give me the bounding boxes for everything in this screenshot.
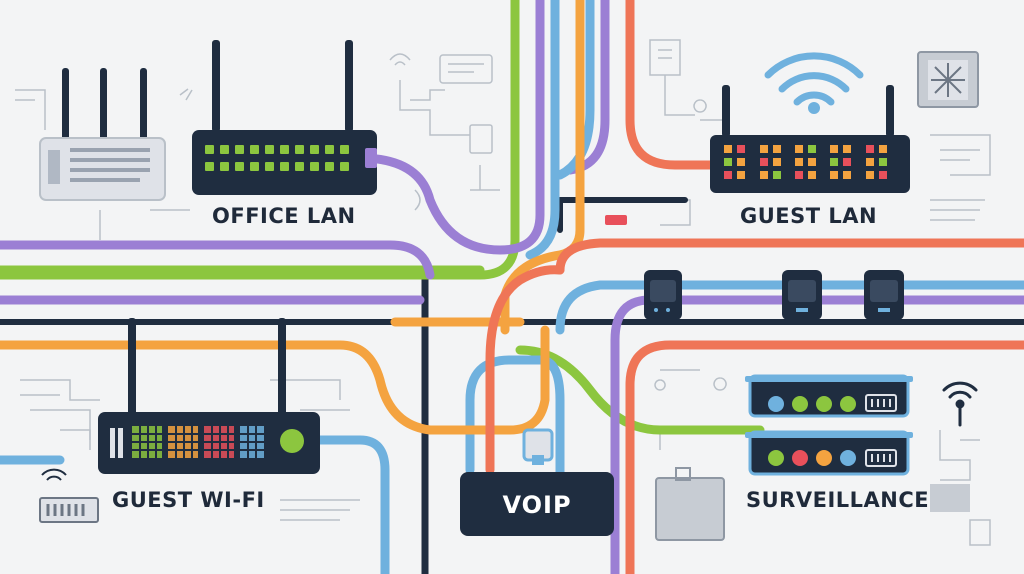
wifi-icon — [764, 52, 864, 114]
purple-cable-left — [0, 240, 435, 280]
voip-zone: VOIP — [460, 428, 614, 536]
surveillance-panel — [930, 484, 970, 512]
red-cable-surv — [625, 340, 1024, 574]
office-lan-zone: OFFICE LAN — [39, 40, 377, 228]
camera-icon — [782, 270, 822, 320]
wifi-power-indicator — [280, 429, 304, 453]
voip-box — [460, 472, 614, 536]
office-lan-label: OFFICE LAN — [212, 204, 356, 228]
blue-cable-voip-left — [465, 355, 565, 480]
guest-lan-leds — [724, 145, 887, 179]
guest-lan-label: GUEST LAN — [740, 204, 877, 228]
camera-row — [644, 270, 904, 320]
guest-wifi-label: GUEST WI-FI — [112, 488, 265, 512]
blue-cable-top — [525, 0, 560, 260]
office-switch-leds — [205, 145, 349, 171]
surveillance-label: SURVEILLANCE — [746, 488, 929, 512]
small-wifi-icon — [942, 381, 978, 427]
voip-label: VOIP — [502, 491, 571, 519]
server-rack-icon — [745, 374, 913, 418]
red-cable-guest — [625, 0, 725, 170]
blue-cable-right — [555, 0, 595, 180]
background-sketches — [15, 39, 991, 546]
server-rack-icon — [745, 430, 913, 476]
switch-icon — [192, 40, 377, 195]
office-router-grey — [39, 68, 166, 201]
red-cable-main — [555, 238, 1024, 275]
nvr-box-icon — [655, 467, 725, 541]
orange-cable-wifi — [0, 325, 550, 435]
guest-wifi-zone: GUEST WI-FI — [39, 318, 320, 523]
router-icon — [98, 318, 320, 474]
guest-lan-switch-icon — [710, 85, 910, 193]
patch-panel-icon — [39, 497, 99, 523]
wifi-led-grid-white — [110, 428, 123, 458]
green-cable-main — [0, 0, 520, 280]
camera-icon — [644, 270, 682, 320]
small-wifi-icon — [41, 468, 67, 481]
blue-cable-cams — [555, 280, 1024, 335]
camera-icon — [864, 270, 904, 320]
purple-cable-office — [360, 0, 545, 255]
fan-panel-icon — [917, 51, 979, 108]
phone-handset-icon — [522, 428, 554, 465]
guest-lan-zone: GUEST LAN — [605, 51, 979, 228]
blue-cable-wifi-right — [315, 435, 390, 574]
guest-lan-port-tag — [605, 215, 627, 225]
red-cable-voip — [485, 265, 565, 475]
dark-trunk-top — [557, 197, 688, 233]
surveillance-zone: SURVEILLANCE — [655, 374, 978, 541]
